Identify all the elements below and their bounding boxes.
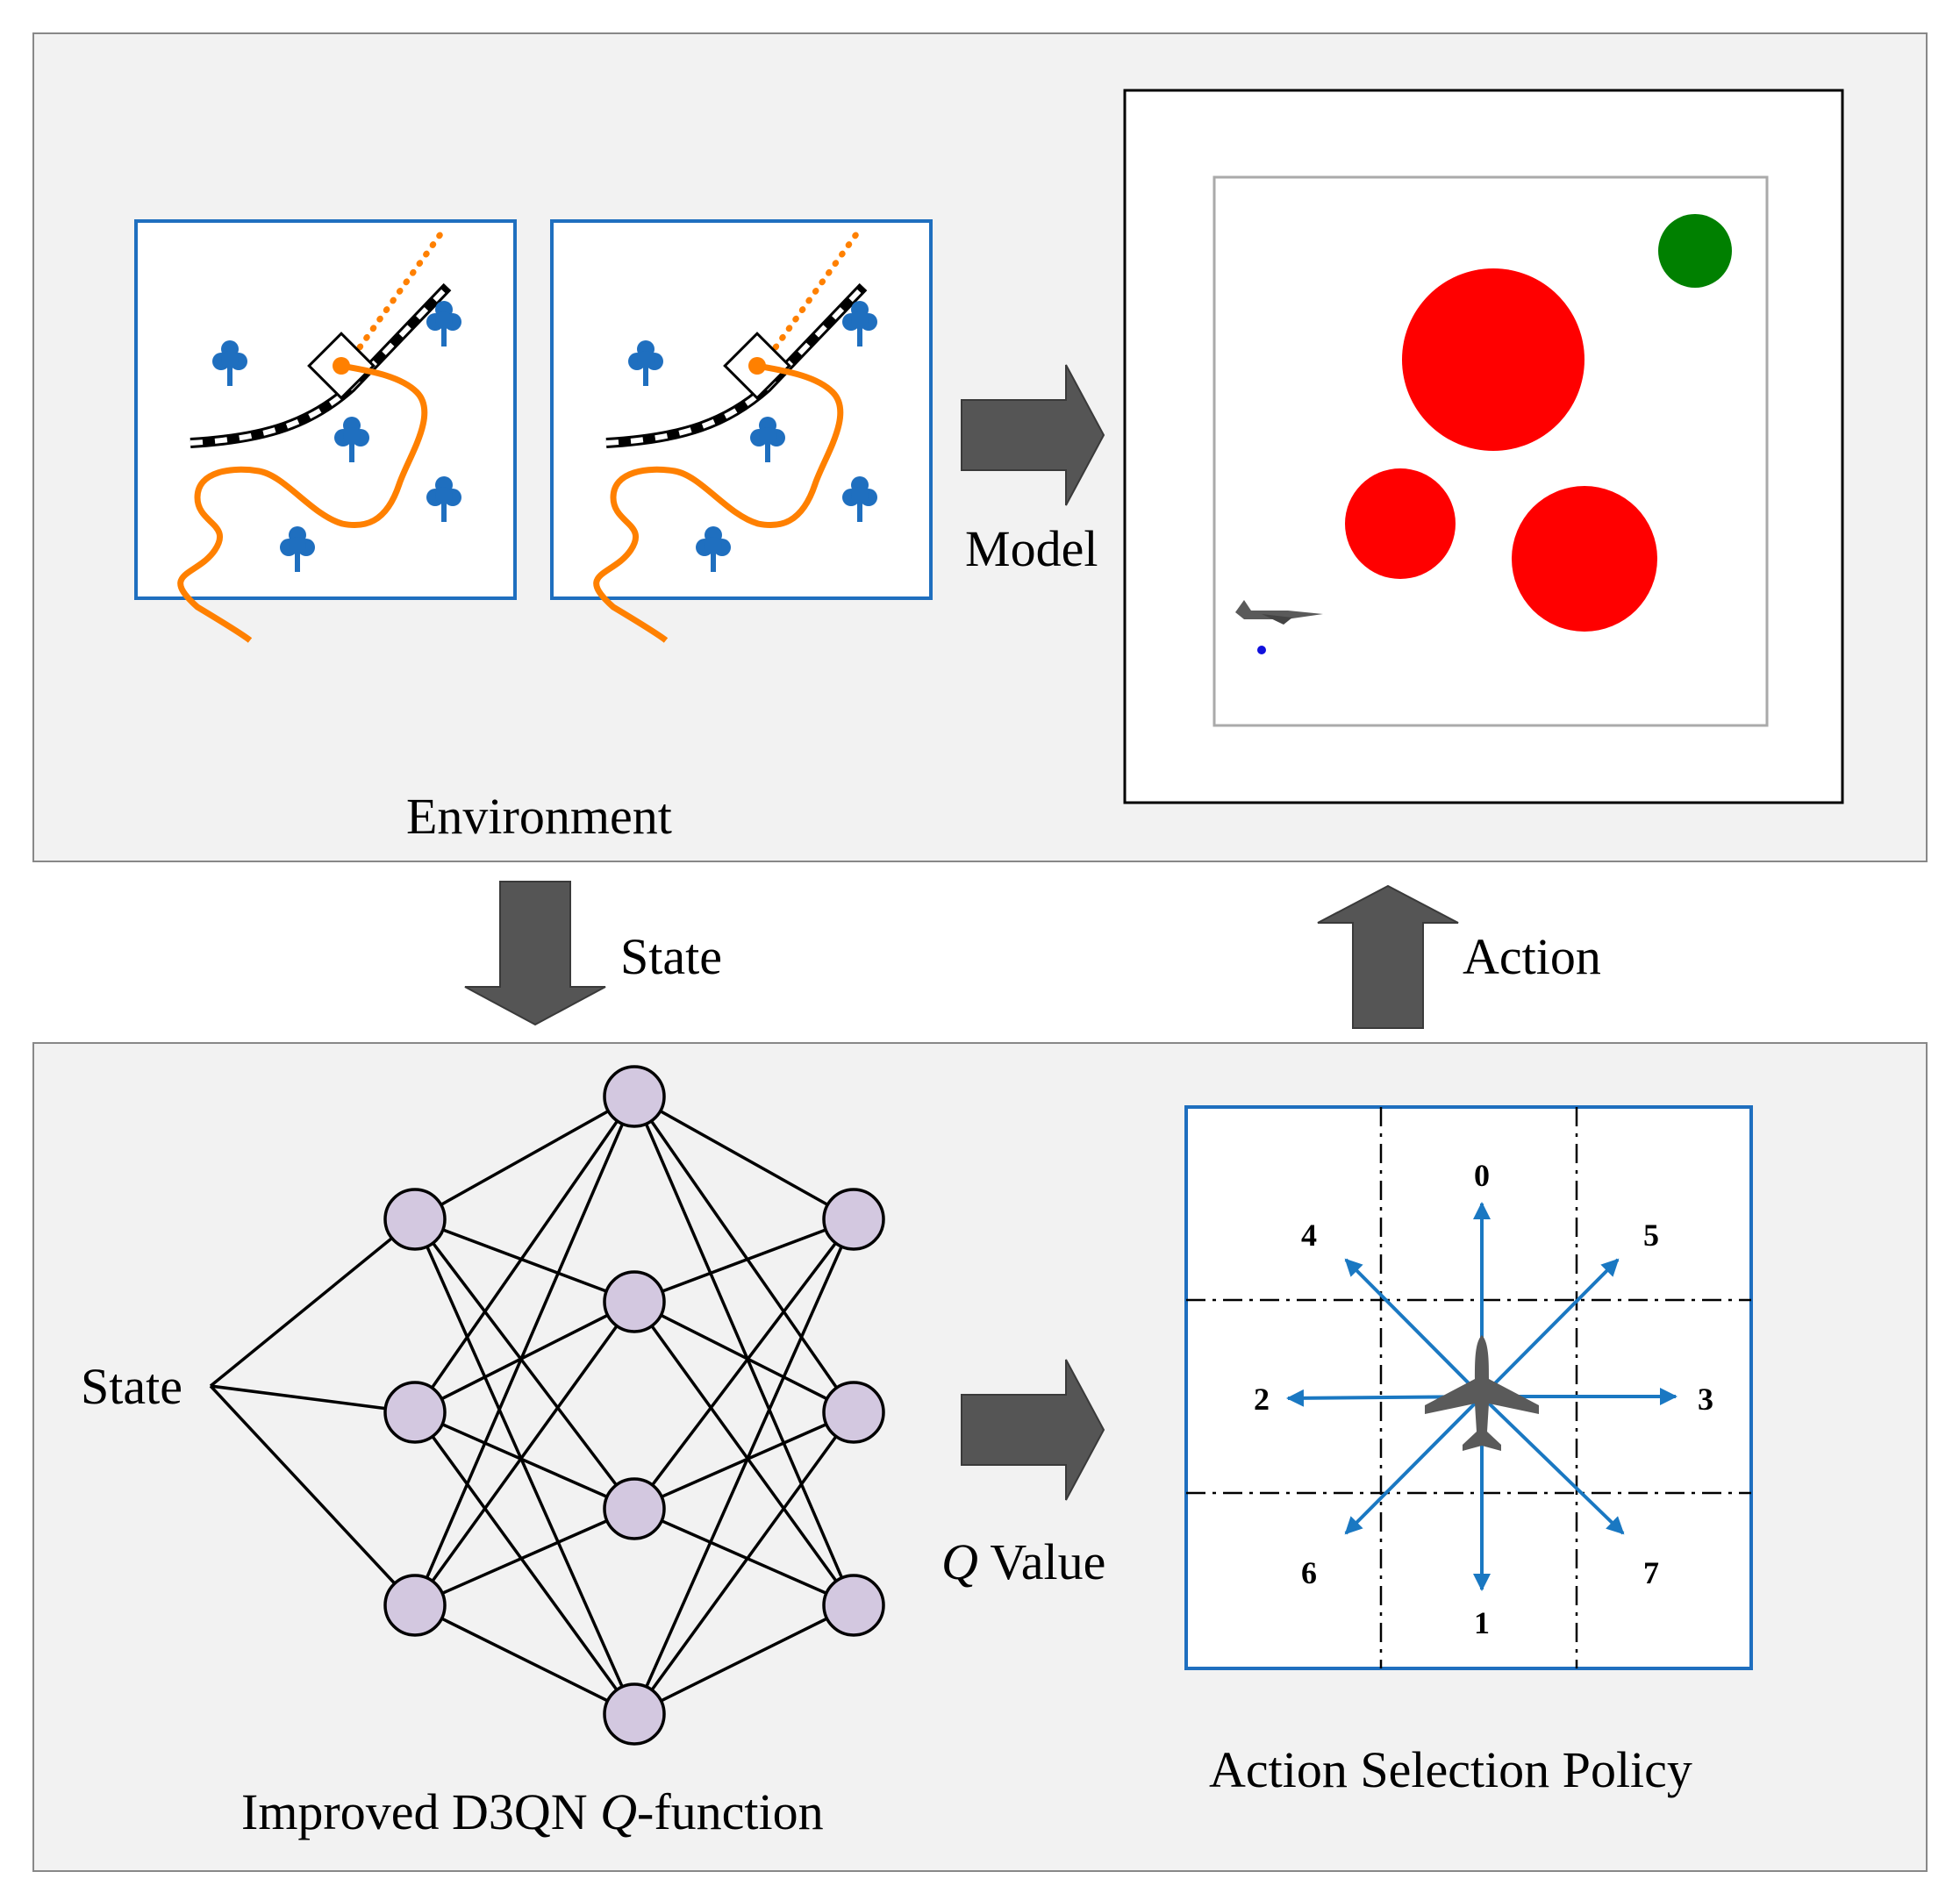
network-node-l2-n4 <box>603 1682 666 1746</box>
action-arrows <box>1286 1202 1677 1591</box>
action-arrow-down-right <box>1480 1395 1625 1535</box>
action-arrow-up-left <box>1344 1258 1484 1398</box>
network-node-l2-n3 <box>603 1477 666 1540</box>
q-value-block-arrow-icon <box>961 1359 1105 1501</box>
action-label-7: 7 <box>1643 1555 1659 1590</box>
action-arrow-label: Action <box>1463 928 1601 985</box>
model-label: Model <box>965 520 1098 577</box>
network-edges <box>209 1095 855 1716</box>
environment-tile-2 <box>552 221 931 640</box>
action-arrow-down-left <box>1344 1395 1484 1535</box>
action-grid-lines <box>1186 1107 1751 1668</box>
action-label-3: 3 <box>1698 1382 1713 1417</box>
action-label-1: 1 <box>1474 1605 1490 1640</box>
action-block-arrow-icon <box>1317 884 1459 1029</box>
network-node-l3-n3 <box>822 1574 885 1637</box>
network-node-l1-n2 <box>383 1381 447 1444</box>
action-arrow-up-right <box>1480 1258 1620 1398</box>
network-node-l1-n3 <box>383 1574 447 1637</box>
action-label-4: 4 <box>1301 1218 1317 1253</box>
network-node-l3-n1 <box>822 1188 885 1251</box>
state-input-label: State <box>81 1358 182 1415</box>
goal-circle <box>1658 214 1732 288</box>
action-label-5: 5 <box>1643 1218 1659 1253</box>
policy-title: Action Selection Policy <box>1209 1741 1692 1798</box>
agent-position-dot <box>1257 646 1266 654</box>
state-arrow-label: State <box>620 928 722 985</box>
state-block-arrow-icon <box>464 881 606 1026</box>
obstacle-medium <box>1512 486 1657 632</box>
network-node-l2-n1 <box>603 1065 666 1128</box>
network-node-l1-n1 <box>383 1188 447 1251</box>
action-label-2: 2 <box>1254 1382 1270 1417</box>
q-value-label: Q Value <box>941 1533 1105 1590</box>
network-node-l2-n2 <box>603 1270 666 1333</box>
obstacle-small <box>1345 468 1456 579</box>
neural-network <box>209 1065 885 1746</box>
environment-tile-1 <box>136 221 515 640</box>
environment-label: Environment <box>406 788 672 845</box>
model-block-arrow-icon <box>961 364 1105 506</box>
network-node-l3-n2 <box>822 1381 885 1444</box>
action-label-0: 0 <box>1474 1158 1490 1193</box>
action-label-6: 6 <box>1301 1555 1317 1590</box>
obstacle-large <box>1402 268 1584 451</box>
network-title: Improved D3QN Q-function <box>241 1783 824 1840</box>
